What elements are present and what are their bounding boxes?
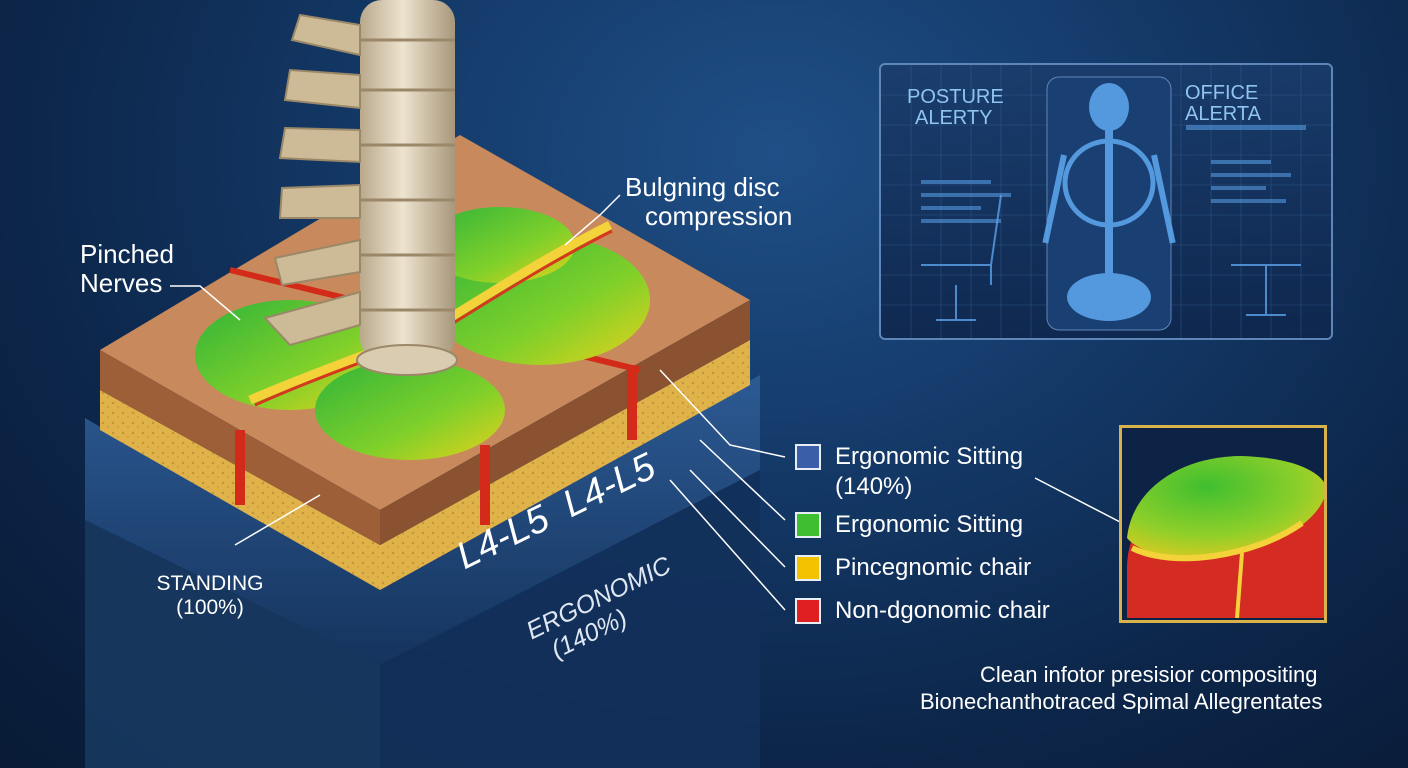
- pinched-nerves-line1: Pinched: [80, 239, 174, 269]
- legend-label: Ergonomic Sitting: [835, 511, 1024, 538]
- legend-sublabel: (140%): [835, 473, 913, 500]
- legend-swatch-blue: [795, 444, 821, 470]
- panel-title-right: OFFICE ALERTA: [1185, 83, 1261, 125]
- panel-title-left: POSTURE ALERTY: [907, 87, 1004, 129]
- legend-label: Non-dgonomic chair: [835, 597, 1050, 624]
- panel-title-right-line1: OFFICE: [1185, 82, 1259, 104]
- standing-label: STANDING (100%): [150, 572, 270, 619]
- legend-item: Ergonomic Sitting: [795, 510, 1023, 540]
- posture-alert-panel: POSTURE ALERTY OFFICE ALERTA: [879, 63, 1333, 340]
- bulging-disc-label: Bulgning disc compression: [625, 172, 793, 232]
- legend-swatch-green: [795, 512, 821, 538]
- pinched-nerves-label: Pinched Nerves: [80, 239, 174, 299]
- legend-item: Ergonomic Sitting (140%): [795, 442, 1023, 502]
- disc-inset: [1119, 425, 1327, 623]
- bulging-disc-label-line2: compression: [645, 201, 793, 232]
- leader-lines: [170, 194, 1123, 611]
- bulging-disc-label-line1: Bulgning disc: [625, 172, 780, 202]
- footer-line-2: Bionechanthotraced Spimal Allegrentates: [920, 689, 1323, 714]
- panel-grid: [881, 65, 1331, 338]
- panel-title-left-line1: POSTURE: [907, 86, 1004, 108]
- legend-label: Pincegnomic chair: [835, 554, 1032, 581]
- legend-item: Pincegnomic chair: [795, 553, 1031, 583]
- standing-label-line1: STANDING: [156, 572, 264, 595]
- legend-item: Non-dgonomic chair: [795, 596, 1050, 626]
- spine: [263, 0, 458, 376]
- legend-swatch-yellow: [795, 555, 821, 581]
- panel-title-left-line2: ALERTY: [915, 107, 993, 129]
- legend-swatch-red: [795, 598, 821, 624]
- legend-label: Ergonomic Sitting: [835, 443, 1024, 470]
- standing-label-line2: (100%): [176, 595, 244, 619]
- disc-closeup: [1127, 456, 1324, 619]
- pinched-nerves-line2: Nerves: [80, 268, 163, 299]
- cancellous-layer: [100, 340, 750, 590]
- skeleton-icon: [1042, 83, 1176, 321]
- panel-title-right-line2: ALERTA: [1185, 103, 1261, 125]
- disc-pads: [195, 207, 650, 460]
- footer-line-1: Clean infotor presisior compositing: [980, 662, 1318, 687]
- base-block: [85, 375, 760, 768]
